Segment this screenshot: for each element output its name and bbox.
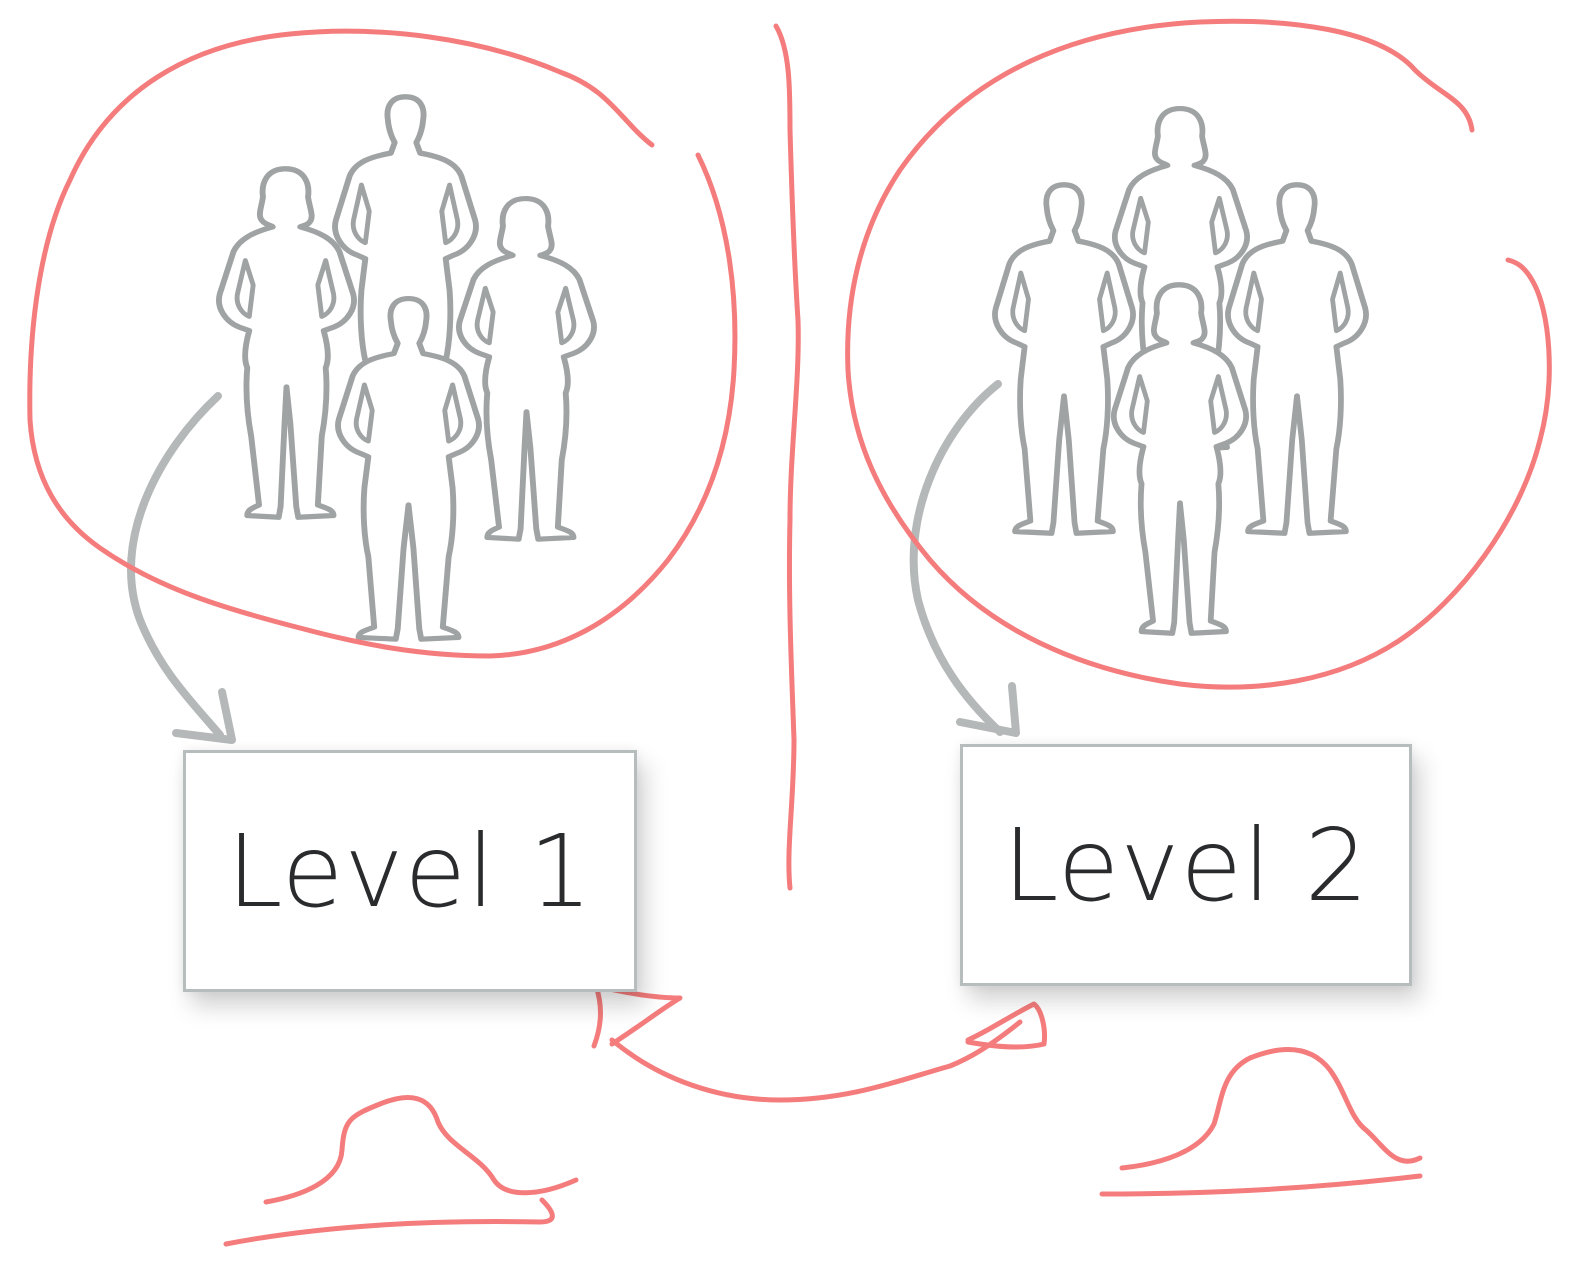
gray-arrow-left	[127, 392, 236, 744]
level-2-label: Level 2	[1002, 806, 1370, 924]
people-group-right	[995, 109, 1366, 634]
gray-arrow-right	[909, 380, 1020, 737]
level-1-label: Level 1	[226, 812, 594, 930]
person-figure	[1114, 285, 1246, 633]
annotation-circle-right	[845, 18, 1552, 690]
annotation-distribution-left	[223, 1095, 579, 1247]
level-1-box: Level 1	[183, 750, 637, 992]
person-figure	[338, 299, 479, 640]
annotation-distribution-right	[1099, 1047, 1423, 1197]
annotation-double-arrow	[591, 983, 1047, 1103]
person-figure	[459, 199, 594, 540]
annotation-circle-left	[27, 28, 738, 659]
level-2-box: Level 2	[960, 744, 1412, 986]
people-group-left	[219, 97, 594, 639]
annotation-divider-line	[773, 23, 801, 891]
